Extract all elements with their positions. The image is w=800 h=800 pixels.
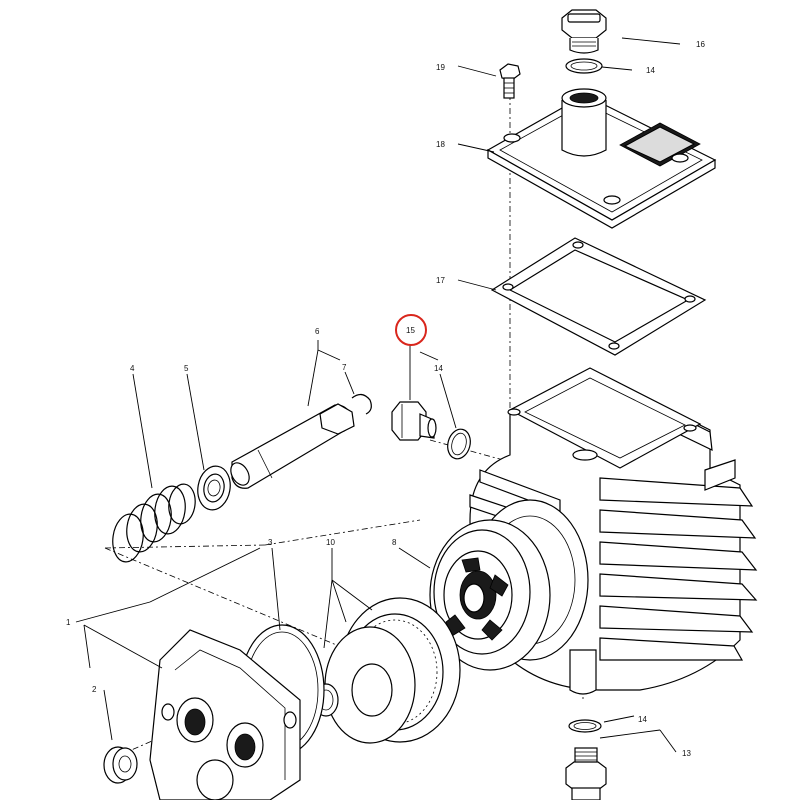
callout-10: 10 [326,538,335,547]
screw-19 [499,63,521,99]
cover-18 [486,88,717,229]
callout-5: 5 [184,364,189,373]
callout-2: 2 [92,685,97,694]
leader-lines [75,37,681,753]
seal-10 [313,597,461,744]
plug-16 [561,9,607,54]
callout-6: 6 [315,327,320,336]
callout-7: 7 [342,363,347,372]
callout-17: 17 [436,276,445,285]
callout-18: 18 [436,140,445,149]
oring-14-side [447,428,471,460]
gasket-17 [490,237,707,356]
highlight-circle [395,314,427,346]
callout-1: 1 [66,618,71,627]
washer-5 [197,465,231,511]
plug-13 [565,747,607,800]
callout-14-side: 14 [434,364,443,373]
shaft-6 [230,403,355,489]
plug-15 [391,401,437,441]
impeller-8 [429,519,551,671]
oring-14-bottom [568,719,602,733]
callout-labels: 16 14 19 18 17 15 14 6 7 4 5 3 10 8 1 2 … [66,40,705,758]
callout-14-bottom: 14 [638,715,647,724]
callout-14-top: 14 [646,66,655,75]
callout-19: 19 [436,63,445,72]
flange-1 [149,629,301,800]
spring-4 [112,483,196,563]
callout-3: 3 [268,538,273,547]
oring-14-top [565,58,603,74]
callout-4: 4 [130,364,135,373]
callout-13: 13 [682,749,691,758]
callout-15: 15 [406,326,415,335]
clip-7 [351,393,372,415]
callout-16: 16 [696,40,705,49]
callout-8: 8 [392,538,397,547]
cap-2 [103,746,138,784]
